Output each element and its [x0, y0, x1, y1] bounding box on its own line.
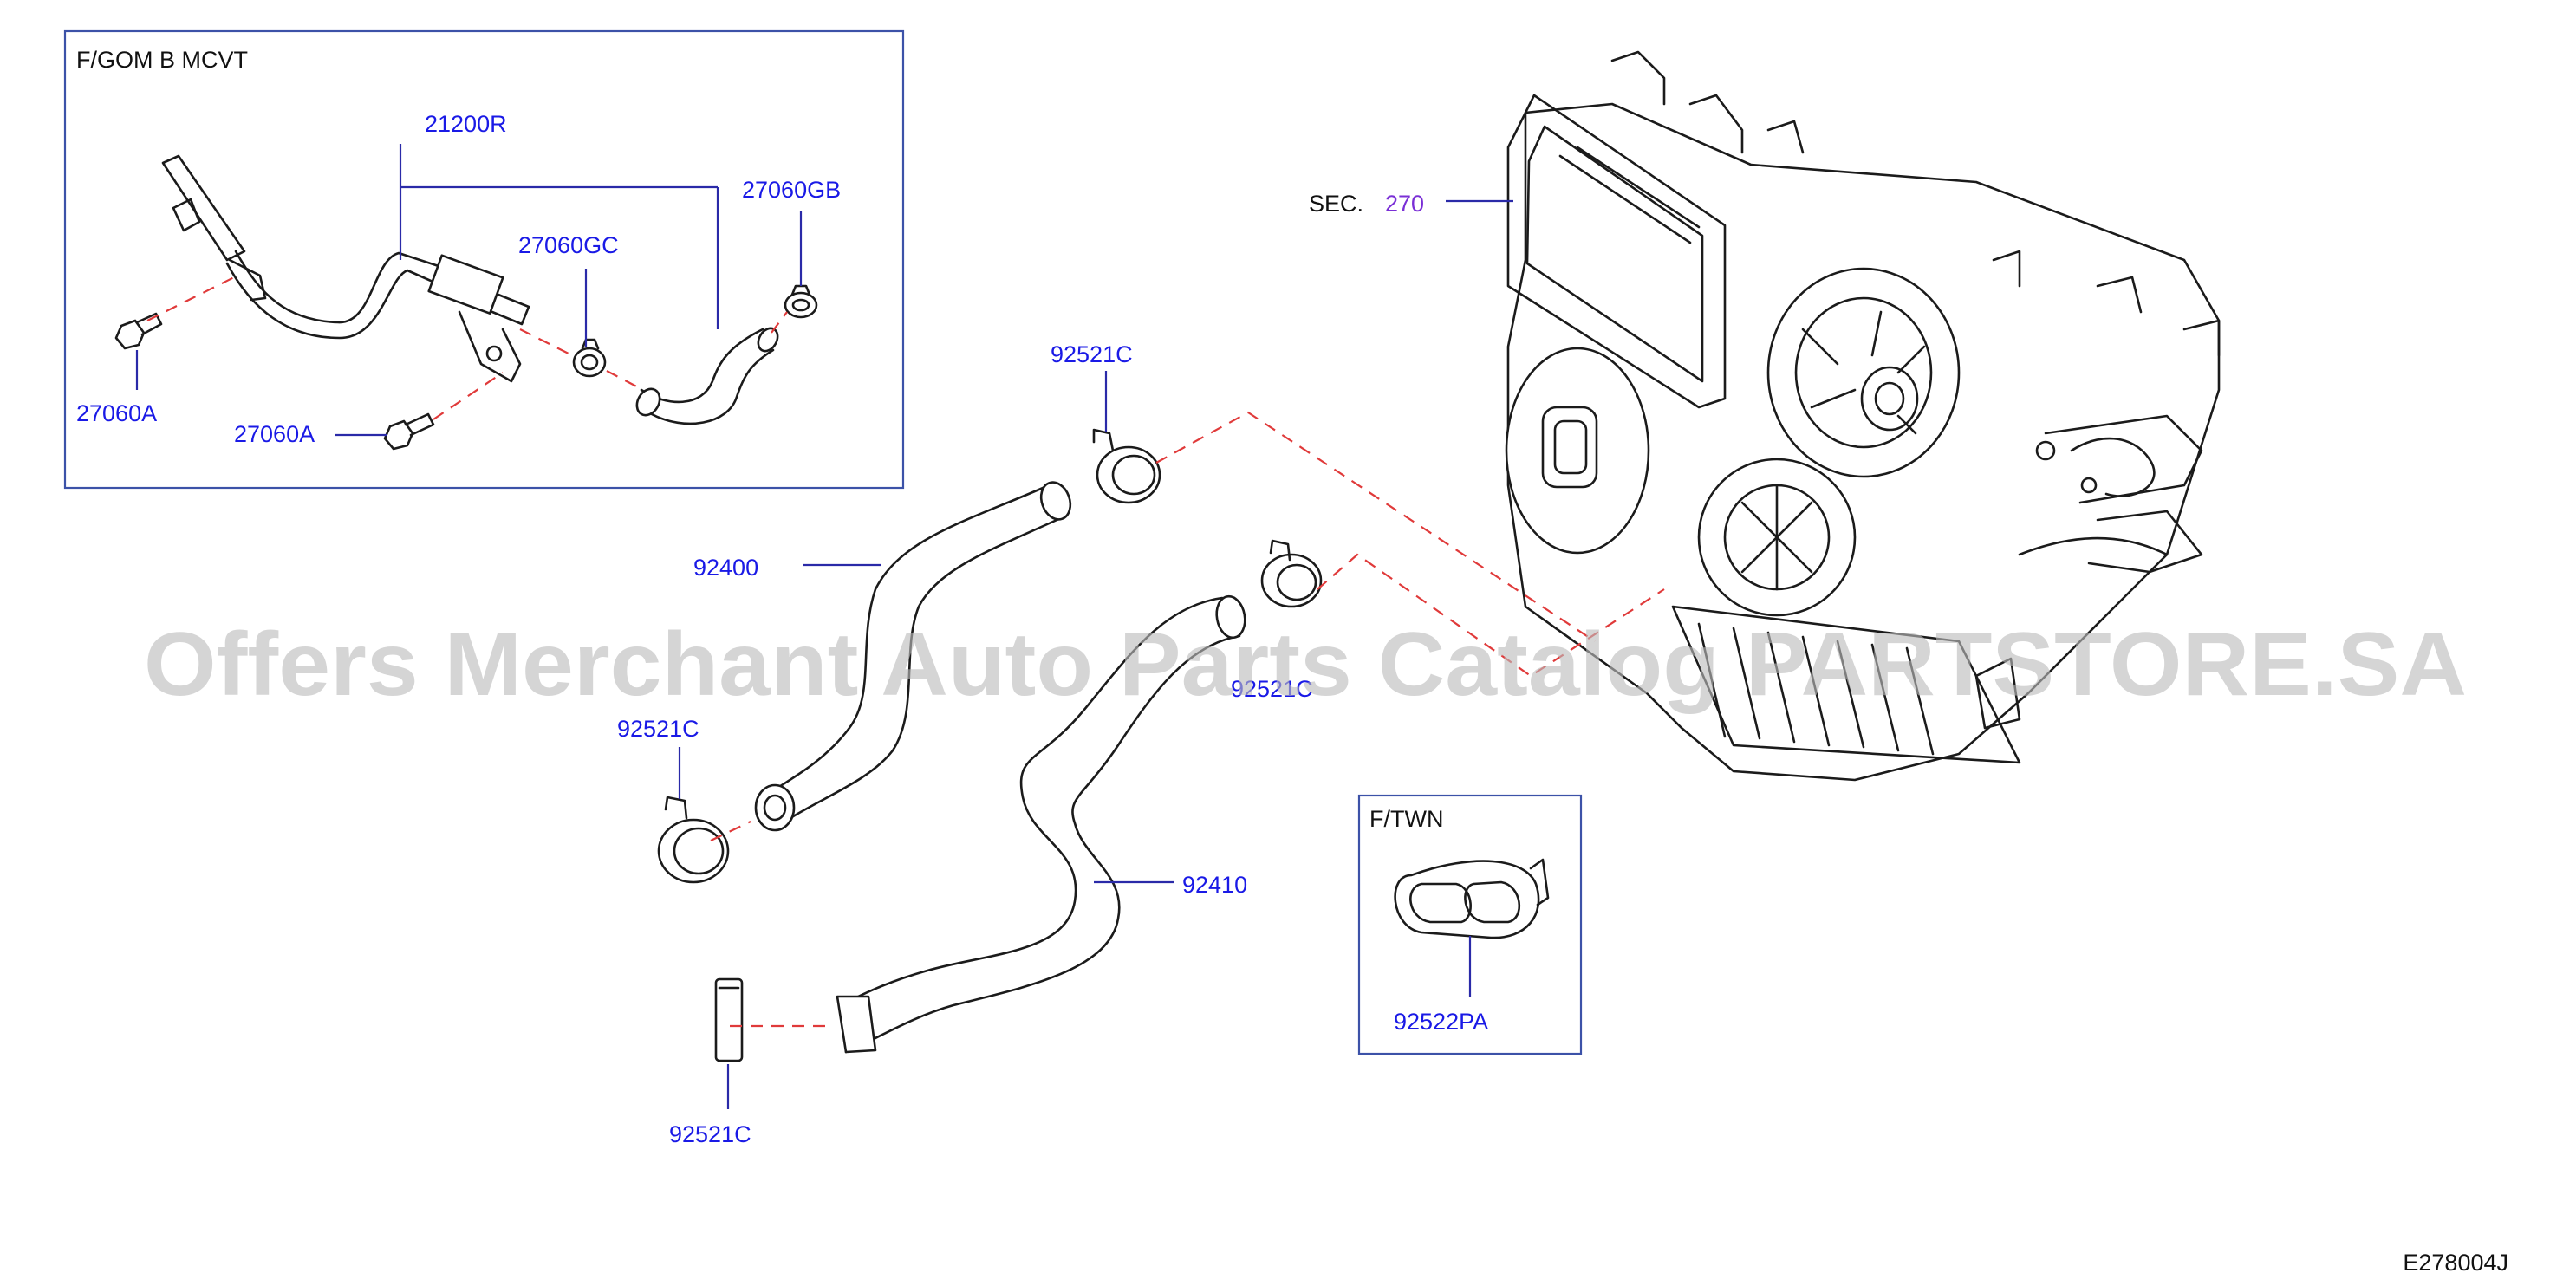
leader-21200r: [399, 144, 719, 329]
dashed-line-clamp-gc-a: [519, 328, 573, 356]
label-92521c-mid: 92521C: [1231, 676, 1313, 702]
dashed-line-hose-92410: [1317, 553, 1665, 678]
label-27060a-left: 27060A: [76, 400, 157, 426]
label-92521c-bottom: 92521C: [669, 1121, 751, 1147]
hose-small-drawing: [635, 327, 779, 425]
bolt-27060a-bottom-drawing: [383, 412, 435, 451]
dashed-line-clamp-gc-b: [606, 370, 644, 391]
clamp-92521c-bottom-drawing: [714, 977, 744, 1062]
label-sec-number: 270: [1385, 191, 1424, 217]
dashed-line-hose-92400: [1155, 411, 1596, 642]
label-92522pa: 92522PA: [1394, 1009, 1488, 1035]
clamp-92521c-top-drawing: [1092, 428, 1161, 504]
label-27060gc: 27060GC: [518, 232, 619, 258]
tube-assembly-21200r-drawing: [161, 154, 530, 383]
label-92410: 92410: [1182, 872, 1247, 898]
inset-fgom: F/GOM B MCVT: [63, 29, 905, 490]
clip-92522pa-drawing: [1394, 858, 1550, 939]
hose-92410-drawing: [836, 594, 1246, 1054]
bolt-27060a-left-drawing: [114, 312, 163, 350]
inset-ftwn-title: F/TWN: [1369, 806, 1443, 832]
inset-fgom-title: F/GOM B MCVT: [76, 47, 248, 73]
label-92400: 92400: [693, 555, 758, 581]
diagram-code: E278004J: [2403, 1250, 2508, 1276]
heater-unit-drawing: [1505, 50, 2221, 782]
clamp-27060gc-drawing: [572, 338, 607, 378]
label-21200r: 21200R: [425, 111, 507, 137]
label-sec-prefix: SEC.: [1309, 191, 1363, 217]
dashed-line-clamp-gb: [771, 311, 788, 334]
inset-ftwn-frame: [1357, 794, 1583, 1055]
clamp-27060gb-drawing: [784, 284, 818, 319]
dashed-line-bolt-bottom: [433, 372, 504, 420]
label-92521c-top: 92521C: [1051, 341, 1133, 367]
watermark-text: Offers Merchant Auto Parts Catalog PARTS…: [144, 614, 2467, 715]
dashed-line-clamp-left: [710, 821, 751, 841]
inset-ftwn: F/TWN 92522PA: [1357, 794, 1583, 1055]
label-92521c-left: 92521C: [617, 716, 699, 742]
label-27060a-bottom: 27060A: [234, 421, 315, 447]
dashed-line-bolt-left: [146, 276, 235, 322]
inset-fgom-frame: [63, 29, 905, 490]
clamp-92521c-mid-drawing: [1260, 539, 1323, 608]
hose-92400-drawing: [754, 481, 1072, 832]
clamp-92521c-left-drawing: [657, 796, 730, 884]
label-27060gb: 27060GB: [742, 177, 841, 203]
